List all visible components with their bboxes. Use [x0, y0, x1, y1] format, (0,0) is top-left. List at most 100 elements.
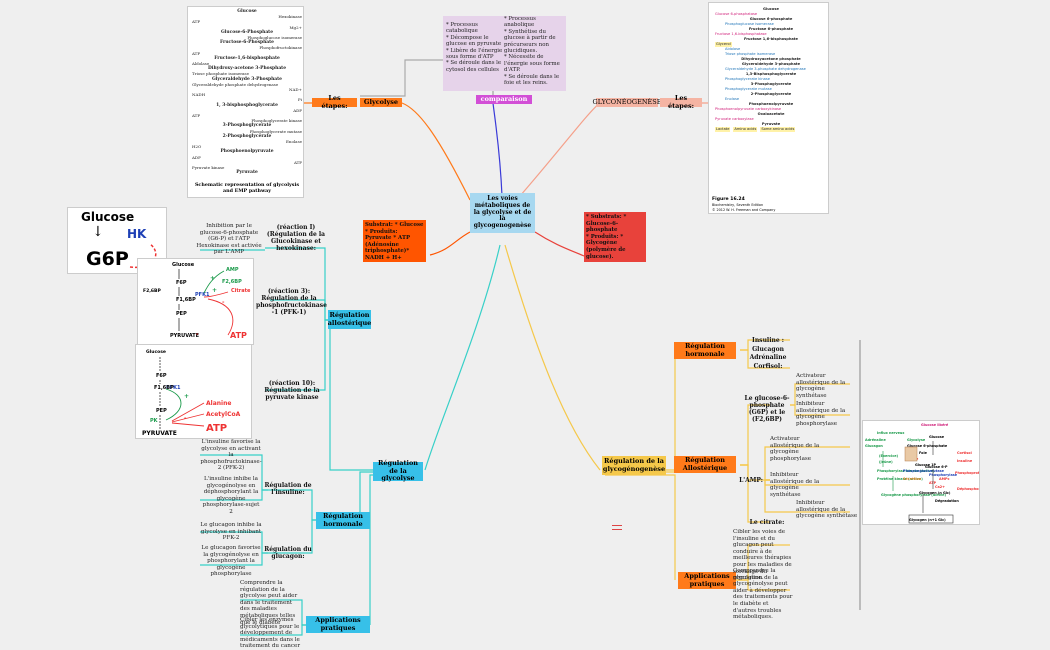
- gng-pathway-item: Pyruvate: [761, 122, 781, 126]
- glycogen-map-label: Phosphorylase: [929, 473, 958, 477]
- hk-g6p-label: G6P: [86, 248, 129, 270]
- application-glyco-1: Comprendre la régulation de la glycolyse…: [240, 580, 298, 626]
- glycogen-map-label: Glycogen (n Glc): [919, 491, 951, 495]
- glycogen-map-label: Phosphoglucomutase: [903, 469, 944, 473]
- glycogen-map-label: Phosphorylase kinase (active): [877, 469, 935, 473]
- comparison-node[interactable]: comparaison: [476, 95, 532, 104]
- gng-pathway-item: Oxaloacetate: [757, 112, 785, 116]
- glycogen-map-label: Insuline: [957, 459, 973, 463]
- gng-pathway-item: Glucose: [763, 7, 779, 11]
- glycolyse-substrate-node[interactable]: Substrat: * Glucose * Produits: Pyruvate…: [363, 220, 426, 262]
- glycogen-map-label: Déphosphorylation: [957, 487, 980, 491]
- glycogen-map-label: AMPc: [939, 477, 950, 481]
- reg-hormonal-node[interactable]: Régulation hormonale: [316, 512, 370, 529]
- reg-gng-node[interactable]: Régulation de la glycogénogenèse: [602, 456, 666, 475]
- glycolysis-pathway-item: Pyruvate kinase: [192, 165, 225, 171]
- glycolyse-node[interactable]: Glycolyse: [360, 98, 402, 107]
- small-mark: [612, 525, 622, 530]
- glycogen-map-label: Adrénaline: [865, 438, 886, 442]
- pfk-label: +: [212, 287, 218, 294]
- glycogen-map-label: Dégradation: [935, 499, 959, 503]
- gng-g6p-label: Le glucose-6-phosphate (G6P) et le (F2,6…: [744, 395, 790, 423]
- pfk-label: F2,6BP: [143, 289, 161, 294]
- pk-label: Glucose: [146, 350, 166, 355]
- glycolysis-pathway-item: 2-Phosphoglycerate: [222, 133, 272, 139]
- glycolysis-pathway-item: Hexokinase: [278, 14, 302, 20]
- gng-amp-text-3: Inhibiteur allostérique de la glycogène …: [796, 500, 858, 520]
- glycolysis-pathway-item: NADH: [192, 92, 206, 98]
- gng-substrate-node[interactable]: * Substrats: * Glucose-6-phosphate * Pro…: [584, 212, 646, 262]
- gng-pathway-item: Glyceraldehyde 3-phosphate: [741, 62, 801, 66]
- reg-glycolyse-node[interactable]: Régulation de la glycolyse: [373, 460, 423, 482]
- glycolysis-pathway-item: 1, 3-bisphosphoglycerate: [216, 102, 278, 108]
- glycolysis-pathway-item: Enolase: [286, 139, 302, 145]
- gng-g6p-text-1: Activateur allostérique de la glycogène …: [796, 373, 846, 399]
- gng-cortisol-label: Cortisol:: [753, 363, 783, 370]
- glycogen-map-label: Ca2+: [935, 485, 945, 489]
- gng-copyright: © 2012 W. H. Freeman and Company: [712, 208, 776, 212]
- pk-label: AcetylCoA: [206, 411, 241, 418]
- gng-caption: Figure 16.24: [712, 197, 745, 202]
- pfk-label: F6P: [176, 280, 187, 286]
- pfk-label: AMP: [226, 267, 239, 273]
- gng-pathway-item: Fructose 1,6-bisphosphate: [744, 37, 798, 41]
- pfk-label: PEP: [176, 311, 187, 317]
- glycogen-map-arrows: [882, 441, 954, 524]
- application-glyco-2: Cibler les enzymes glycolytiques pour le…: [240, 617, 300, 650]
- glycolysis-pathway-item: Glyceraldehyde 3-Phosphate: [212, 76, 282, 82]
- pk-label: F1,6BP: [154, 385, 174, 391]
- gng-steps-node[interactable]: Les étapes:: [660, 94, 702, 109]
- reaction3-label: (réaction 3): Régulation de la phosphofr…: [256, 288, 327, 316]
- pfk-label: +: [210, 275, 216, 282]
- glycolysis-pathway-item: Pi: [298, 97, 302, 103]
- gng-applications-node[interactable]: Applications pratiques: [678, 572, 736, 589]
- reg-allosteric-node[interactable]: Régulation allostérique: [328, 310, 371, 329]
- glycogen-map-label: Glucose: [929, 435, 945, 439]
- glycogen-map-label: (jeûne): [879, 460, 893, 464]
- glycolysis-pathway-item: ATP: [192, 19, 201, 25]
- glycogen-map-label: ATP: [929, 481, 937, 485]
- glycogen-map-label: Glucagon: [865, 444, 883, 448]
- catabolic-text: * Processus catabolique * Décompose le g…: [446, 22, 503, 73]
- glycolysis-pathway-item: ATP: [192, 50, 201, 56]
- glycolyse-steps-node[interactable]: Les étapes:: [312, 94, 357, 109]
- gng-pathway-item: Phosphoglycerate mutase: [725, 87, 772, 91]
- glycolysis-pathway-item: ADP: [293, 107, 302, 113]
- gng-credit: Biochemistry, Seventh Edition: [712, 203, 764, 207]
- gng-pathway-item: 3-Phosphoglycerate: [750, 82, 792, 86]
- comparison-panel: [443, 16, 566, 91]
- gng-pathway-item: Phosphoenolpyruvate carboxykinase: [715, 107, 782, 111]
- glycolysis-pathway-item: Aldolase: [192, 61, 210, 67]
- glycogen-map-label: Foie: [919, 451, 927, 455]
- glycogen-map-label: Glycolyse: [907, 438, 926, 442]
- gng-node[interactable]: GLYCONÉOGENÈSE: [592, 97, 662, 107]
- pfk-arrows: [178, 269, 234, 336]
- hk-arrow-icon: ↓: [92, 224, 104, 240]
- glycolysis-pathway-item: Glyceraldehyde phosphate dehydrogenase: [192, 81, 279, 87]
- application-gng-2: Comprendre la régulation de la glycogéno…: [733, 568, 793, 621]
- gng-g6p-text-2: Inhibiteur allostérique de la glycogène …: [796, 401, 846, 427]
- gng-pathway-item: Glyceraldehyde 3-phosphate dehydrogenase: [725, 67, 806, 71]
- glycolysis-pathway-item: Mg2+: [289, 24, 302, 30]
- gng-pathway-item: Amino acids: [733, 127, 758, 132]
- gng-pathway-item: Enolase: [725, 97, 740, 101]
- pfk-label: Citrate: [231, 288, 251, 294]
- glycolysis-pathway-item: Phosphoglycerate kinase: [251, 118, 302, 124]
- pk-arrows: [159, 357, 205, 429]
- glycogen-map-label: Glucose 1P: [915, 463, 937, 467]
- gng-allosteric-node[interactable]: Régulation Allostérique: [674, 456, 736, 473]
- glucagon-text-1: Le glucagon inhibe la glycolyse en inhib…: [200, 522, 262, 542]
- gng-pathway-item: Phosphoglucose isomerase: [725, 22, 774, 26]
- glycolysis-pathway-item: Phosphofructokinase: [259, 45, 302, 51]
- reg-applications-node[interactable]: Applications pratiques: [306, 616, 370, 633]
- gng-hormonal-node[interactable]: Régulation hormonale: [674, 342, 736, 359]
- pfk-label: -: [222, 299, 225, 306]
- pfk-label: ATP: [230, 331, 247, 340]
- glycolysis-pathway-item: Phosphoglucose isomerase: [247, 35, 302, 41]
- center-node[interactable]: Les voies métaboliques de la glycolyse e…: [470, 193, 535, 233]
- glycogen-map-label: Glucose libéré: [921, 423, 949, 427]
- reaction10-label: (réaction 10): Régulation de la pyruvate…: [264, 380, 320, 401]
- hk-enzyme-label: HK: [127, 227, 147, 241]
- gng-pathway-item: Fructose 6-phosphate: [748, 27, 794, 31]
